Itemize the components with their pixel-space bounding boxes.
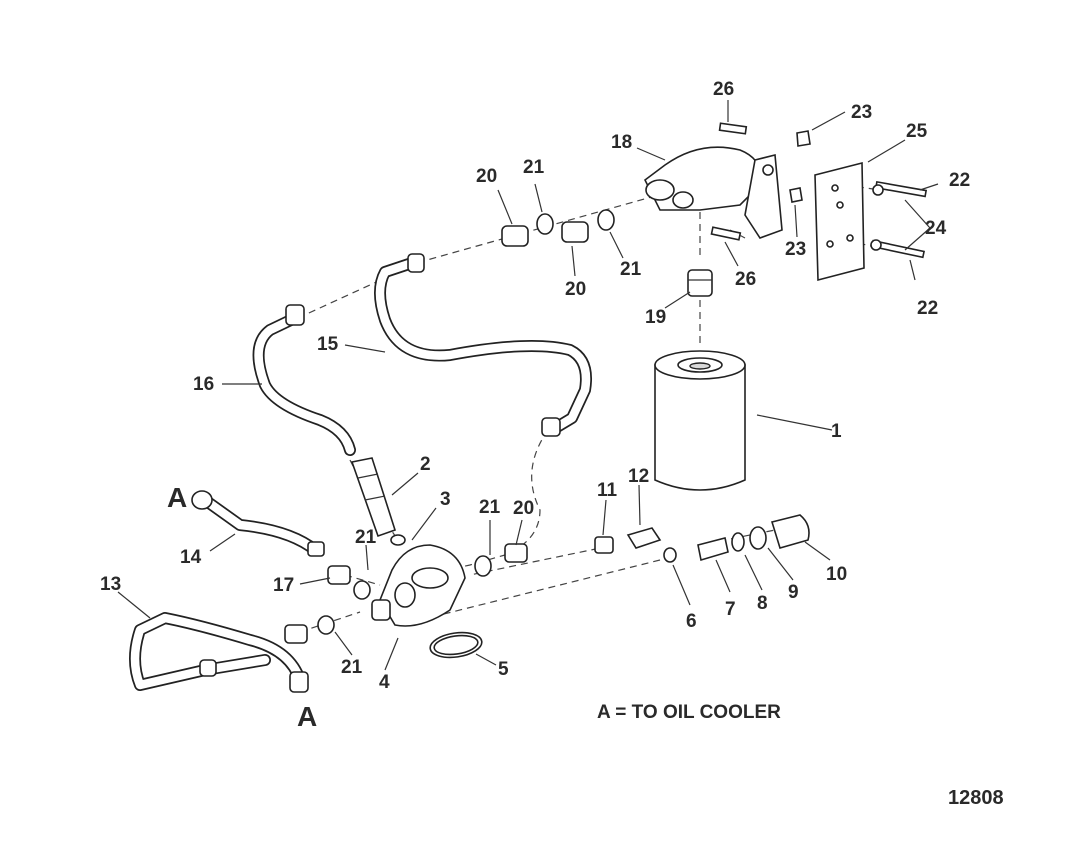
callout-24: 24 bbox=[925, 218, 947, 239]
callout-20-upper-middle: 20 bbox=[565, 279, 586, 300]
sealing-ring bbox=[429, 631, 483, 659]
callout-21-middle: 21 bbox=[479, 497, 501, 518]
callout-9: 9 bbox=[788, 582, 799, 603]
callout-12: 12 bbox=[628, 466, 649, 487]
callout-11: 11 bbox=[597, 480, 618, 501]
callout-20-lower: 20 bbox=[513, 498, 534, 519]
callout-1: 1 bbox=[831, 421, 842, 442]
callout-2: 2 bbox=[420, 454, 431, 475]
callout-5: 5 bbox=[498, 659, 509, 680]
callout-21-upper-left: 21 bbox=[523, 157, 545, 178]
fasteners bbox=[710, 122, 928, 259]
callout-labels: 26 23 25 18 21 20 22 24 23 21 26 20 22 1… bbox=[100, 79, 970, 693]
filter-adapter bbox=[643, 146, 783, 239]
marker-a-lower: A bbox=[297, 701, 317, 732]
callout-21-lower: 21 bbox=[341, 657, 363, 678]
callout-10: 10 bbox=[826, 564, 847, 585]
oil-filter bbox=[654, 350, 746, 491]
callout-7: 7 bbox=[725, 599, 736, 620]
callout-4: 4 bbox=[379, 672, 390, 693]
callout-22-top: 22 bbox=[949, 170, 970, 191]
hose-fitting bbox=[350, 457, 396, 538]
callout-22-bottom: 22 bbox=[917, 298, 938, 319]
callout-26-bottom: 26 bbox=[735, 269, 756, 290]
lower-fittings bbox=[284, 543, 528, 644]
callout-20-upper-left: 20 bbox=[476, 166, 497, 187]
callout-23-bottom: 23 bbox=[785, 239, 806, 260]
upper-fittings bbox=[501, 209, 615, 247]
leader-lines bbox=[117, 100, 939, 671]
legend-note: A = TO OIL COOLER bbox=[597, 702, 781, 723]
callout-13: 13 bbox=[100, 574, 121, 595]
callout-8: 8 bbox=[757, 593, 768, 614]
callout-25: 25 bbox=[906, 121, 928, 142]
callout-16: 16 bbox=[193, 374, 214, 395]
callout-3: 3 bbox=[440, 489, 451, 510]
marker-a-upper: A bbox=[167, 482, 187, 513]
callout-21-upper-right: 21 bbox=[620, 259, 642, 280]
callout-14: 14 bbox=[180, 547, 202, 568]
callout-6: 6 bbox=[686, 611, 697, 632]
mounting-bracket bbox=[814, 161, 865, 282]
callout-21-lower-left: 21 bbox=[355, 527, 377, 548]
figure-number: 12808 bbox=[948, 787, 1004, 809]
relief-valve-parts bbox=[594, 514, 810, 563]
filter-nipple bbox=[687, 269, 713, 297]
callout-19: 19 bbox=[645, 307, 666, 328]
callout-15: 15 bbox=[317, 334, 339, 355]
callout-17: 17 bbox=[273, 575, 294, 596]
callout-18: 18 bbox=[611, 132, 632, 153]
adapter-housing bbox=[371, 534, 466, 627]
hoses bbox=[129, 253, 592, 693]
callout-23-top: 23 bbox=[851, 102, 872, 123]
callout-26-top: 26 bbox=[713, 79, 734, 100]
